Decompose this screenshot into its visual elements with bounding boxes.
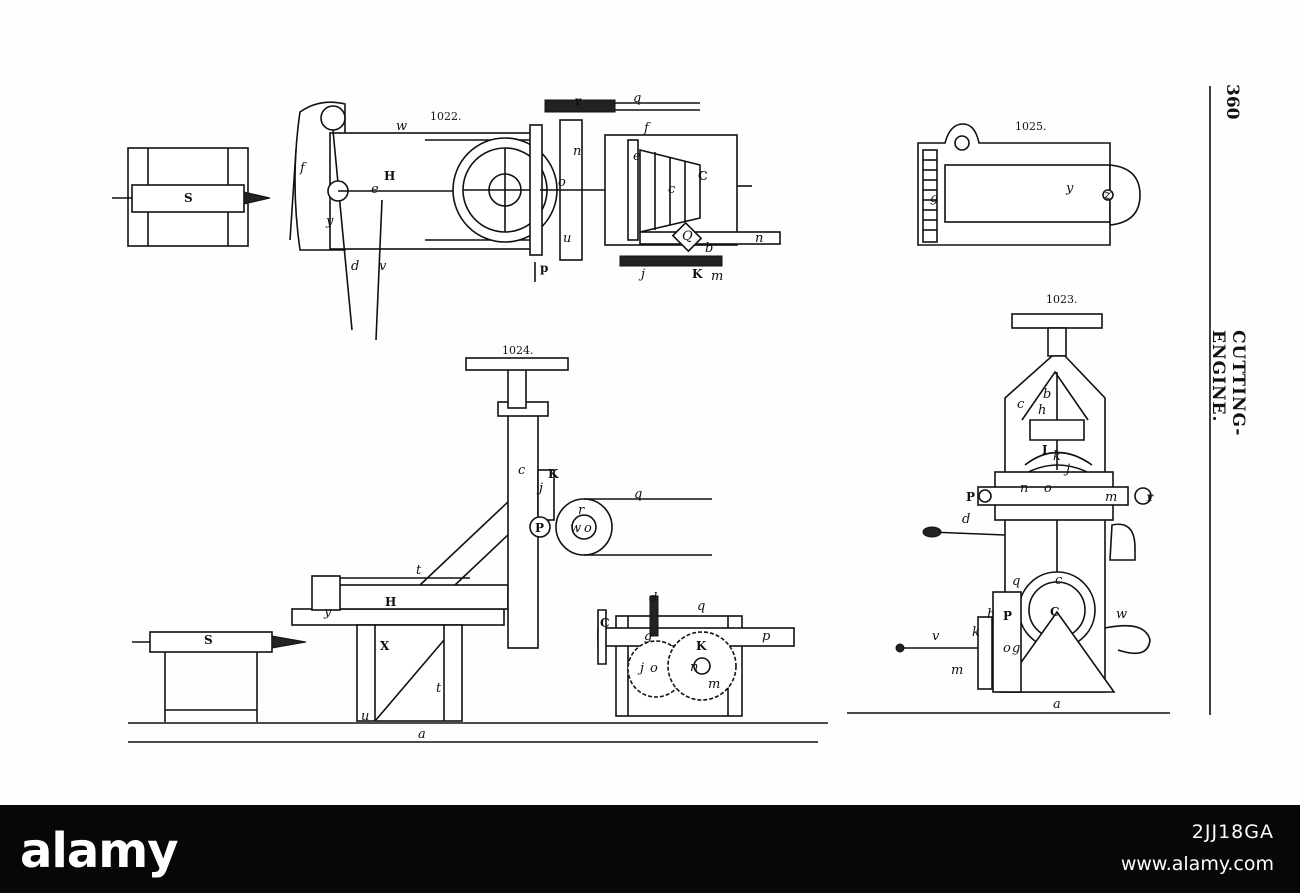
figure-1024	[128, 357, 828, 743]
label-1024: p	[762, 629, 771, 644]
brand-logo: alamy	[20, 823, 179, 879]
label-1022: u	[563, 231, 571, 246]
label-1022: K	[692, 267, 703, 281]
label-1022: C	[698, 169, 708, 183]
labels-fig1022: S H e f y d v w r q n o f c C b n j K m …	[184, 91, 763, 284]
label-1023: C	[1050, 605, 1060, 619]
label-1022: c	[668, 182, 676, 197]
label-1022: e	[633, 149, 641, 164]
labels-fig1024: c K j q r P w o t H y S X t u a C d g q …	[204, 463, 771, 742]
engraving-plate: 1022. 1025. 1024. 1023. S H e f y d v w …	[112, 84, 1248, 743]
label-1023: a	[1053, 697, 1061, 712]
image-id: 2JJ18GA	[1191, 821, 1274, 843]
label-1023: k	[1053, 449, 1061, 464]
label-1022: f	[299, 161, 307, 176]
label-1023: P	[1003, 609, 1012, 623]
scale-ticks	[923, 159, 937, 231]
label-1024: g	[644, 629, 652, 644]
label-1022: p	[540, 261, 548, 275]
label-1024: d	[649, 591, 657, 606]
label-1024: t	[416, 563, 422, 578]
label-1024: j	[637, 661, 644, 676]
label-1023: I	[1042, 443, 1048, 457]
label-1022: n	[573, 144, 581, 159]
label-1022: q	[633, 91, 641, 106]
label-1023: m	[1105, 490, 1117, 505]
watermark-bar: alamy 2JJ18GA www.alamy.com	[0, 805, 1300, 893]
label-1024: n	[690, 660, 698, 675]
label-1023: j	[1063, 462, 1070, 477]
label-1022: w	[396, 119, 407, 134]
label-1024: r	[578, 503, 585, 518]
label-1024: j	[536, 481, 543, 496]
label-1024: o	[650, 661, 658, 676]
label-1024: m	[708, 677, 720, 692]
label-1024: K	[548, 467, 559, 481]
caption-1023: 1023.	[1046, 293, 1078, 306]
label-1023: r	[1147, 490, 1154, 504]
label-1023: w	[1116, 607, 1127, 622]
label-1023: q	[1012, 574, 1020, 589]
label-1023: c	[1017, 397, 1025, 412]
diagram-svg: 1022. 1025. 1024. 1023. S H e f y d v w …	[112, 86, 1211, 743]
figure-1025	[917, 123, 1141, 246]
label-1024: X	[380, 639, 390, 653]
figure-1023	[847, 313, 1170, 714]
caption-1025: 1025.	[1015, 120, 1047, 133]
labels-fig1023: b c h k I j n o P m r d q c C h P o g w …	[932, 387, 1154, 712]
label-1023: k	[972, 625, 980, 640]
label-1024: K	[696, 639, 707, 653]
label-1022: d	[351, 259, 359, 274]
caption-1022: 1022.	[430, 110, 462, 123]
label-1024: q	[634, 487, 642, 502]
label-1023: n	[1020, 481, 1028, 496]
label-1023: P	[966, 490, 975, 504]
label-1024: o	[584, 521, 592, 536]
label-1022: S	[184, 191, 193, 205]
label-1022: v	[379, 259, 387, 274]
label-1024: w	[570, 521, 581, 536]
label-1025: g	[930, 191, 938, 206]
page-number: 360	[1222, 84, 1242, 120]
label-1023: m	[951, 663, 963, 678]
label-1024: S	[204, 633, 213, 647]
label-1024: t	[436, 681, 442, 696]
caption-1024: 1024.	[502, 344, 534, 357]
label-1024: c	[518, 463, 526, 478]
plate-title: CUTTING-ENGINE.	[1208, 330, 1248, 437]
label-1022: b	[705, 241, 713, 256]
label-1022: Q	[682, 229, 693, 244]
label-1022: m	[711, 269, 723, 284]
label-1023: g	[1012, 641, 1020, 656]
label-1022: n	[755, 231, 763, 246]
label-1022: o	[558, 175, 566, 190]
label-1024: a	[418, 727, 426, 742]
label-1022: y	[325, 214, 334, 229]
label-1023: h	[987, 607, 995, 622]
label-1024: q	[697, 599, 705, 614]
label-1022: f	[643, 121, 651, 136]
labels-fig1025: g y z	[930, 181, 1111, 206]
label-1023: d	[962, 512, 970, 527]
label-1023: v	[932, 629, 940, 644]
figure-1022	[112, 99, 781, 341]
label-1024: C	[600, 616, 610, 630]
label-1023: o	[1044, 481, 1052, 496]
site-url: www.alamy.com	[1120, 853, 1274, 875]
label-1024: u	[361, 709, 369, 724]
label-1022: j	[638, 267, 645, 282]
label-1023: o	[1003, 641, 1011, 656]
label-1022: H	[384, 169, 395, 183]
label-1023: b	[1043, 387, 1051, 402]
label-1025: y	[1065, 181, 1074, 196]
label-1022: r	[575, 94, 582, 108]
label-1023: c	[1055, 573, 1063, 588]
label-1024: P	[535, 521, 544, 535]
label-1023: h	[1038, 403, 1046, 418]
label-1022: e	[371, 182, 379, 197]
label-1024: H	[385, 595, 396, 609]
label-1024: y	[323, 605, 332, 620]
label-1025: z	[1103, 188, 1111, 203]
